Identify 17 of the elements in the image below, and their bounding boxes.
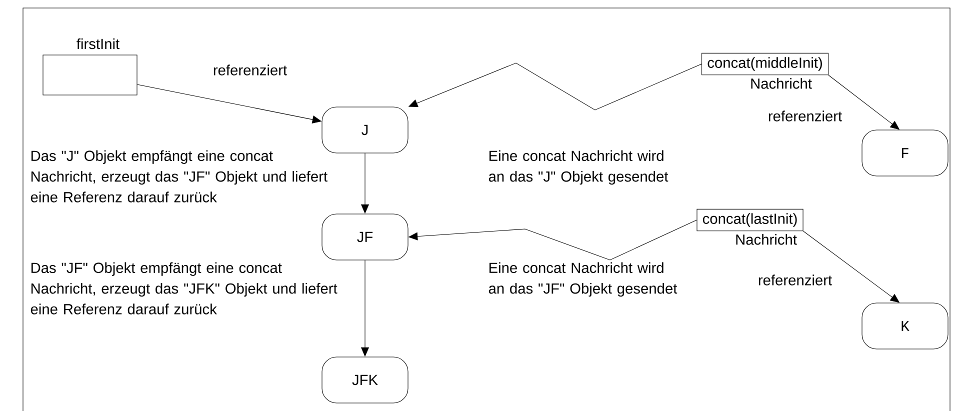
message-caption: Nachricht bbox=[736, 234, 797, 245]
edge-label: referenziert bbox=[212, 63, 288, 77]
edge-label: referenziert bbox=[756, 273, 834, 287]
object-node: J bbox=[322, 106, 408, 154]
description-text: Das "JF" Objekt empfängt eine concat Nachricht, erzeugt das "JFK" Objekt und liefert eine Referenz darauf zurück bbox=[30, 262, 338, 314]
object-node: JFK bbox=[322, 356, 408, 404]
message-box: concat(middleInit) bbox=[702, 52, 828, 76]
description-text: Eine concat Nachricht wird an das "JF" Objekt gesendet bbox=[488, 262, 678, 297]
node-label: firstInit bbox=[76, 38, 120, 50]
description-text: Eine concat Nachricht wird an das "J" Objekt gesendet bbox=[488, 150, 668, 185]
object-node: K bbox=[862, 302, 948, 350]
object-node: F bbox=[862, 130, 948, 176]
message-caption: Nachricht bbox=[751, 78, 812, 89]
edge-label: referenziert bbox=[766, 109, 844, 123]
object-node: JF bbox=[322, 214, 408, 260]
message-box: concat(lastInit) bbox=[696, 208, 804, 232]
variable-box: firstInit bbox=[42, 38, 138, 96]
